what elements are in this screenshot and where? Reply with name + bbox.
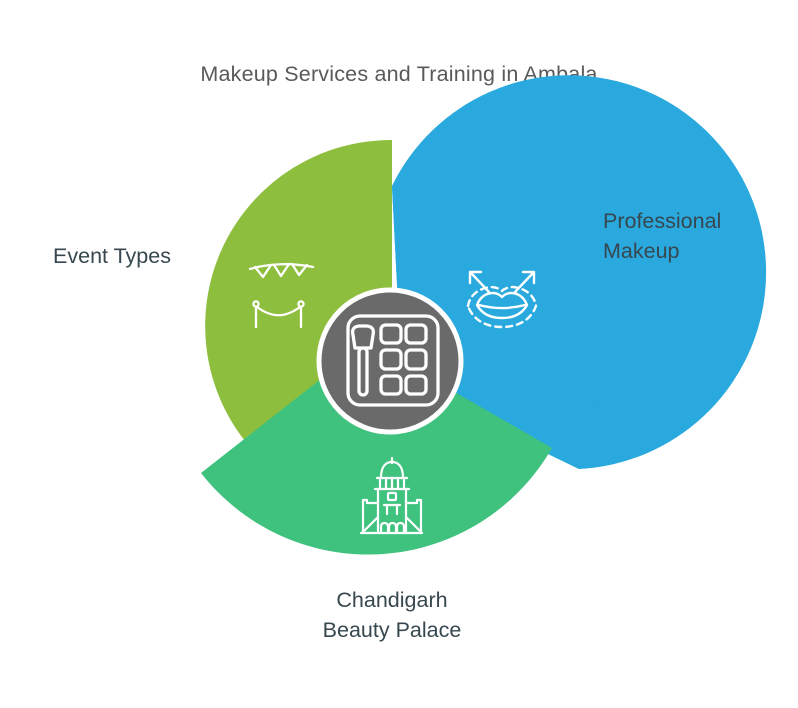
center-circle <box>316 287 464 435</box>
segment-event-types <box>205 139 392 441</box>
label-event-types: Event Types <box>53 244 171 268</box>
makeup-palette-icon <box>346 314 440 407</box>
bunting-rope-barrier-icon <box>248 262 315 329</box>
segment-chandigarh-beauty-palace <box>201 342 552 555</box>
label-professional-makeup: Professional Makeup <box>603 209 722 263</box>
label-chandigarh-beauty-palace: Chandigarh Beauty Palace <box>322 588 462 642</box>
palace-building-icon <box>359 456 424 535</box>
lips-arrows-icon <box>466 270 538 329</box>
